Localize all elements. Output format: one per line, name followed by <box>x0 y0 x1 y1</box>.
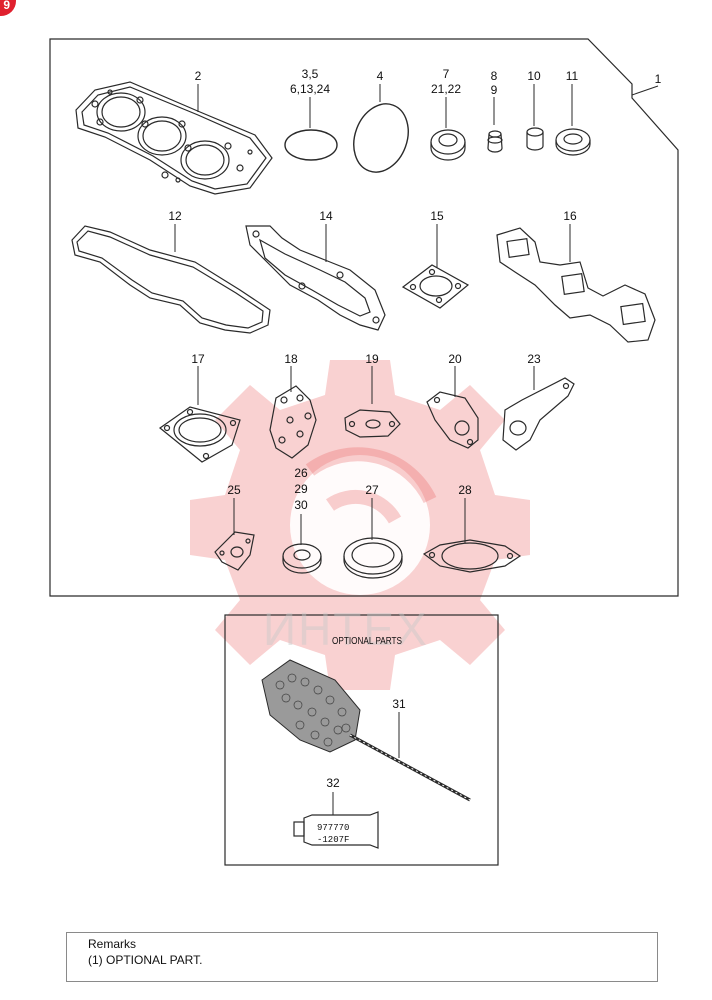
callout-23: 23 <box>527 352 541 366</box>
optional-parts-title: OPTIONAL PARTS <box>332 636 403 647</box>
part-23-bracket-gasket <box>502 377 575 451</box>
watermark-text: ИНТЕХ <box>263 603 429 655</box>
part-17-flange-gasket <box>159 406 241 463</box>
callout-12: 12 <box>168 209 182 223</box>
callout-17: 17 <box>191 352 205 366</box>
leader-lines <box>174 84 659 815</box>
part-32-tube <box>293 811 379 849</box>
callout-20: 20 <box>448 352 462 366</box>
callout-26: 26 <box>294 466 308 480</box>
callout-18: 18 <box>284 352 298 366</box>
part-25-small-gasket <box>214 531 255 571</box>
callout-11: 11 <box>565 69 579 83</box>
callout-30: 30 <box>294 498 308 512</box>
part-14-manifold-gasket <box>245 225 386 331</box>
part-7-seal <box>430 129 466 161</box>
part-15-square-gasket <box>401 264 470 309</box>
callout-15: 15 <box>430 209 444 223</box>
part-4-o-ring <box>353 103 409 173</box>
part-11-washer <box>555 128 591 156</box>
part-3-o-ring <box>284 129 338 161</box>
part-19-oval-gasket <box>344 409 401 438</box>
watermark-logo-arcs <box>305 447 437 524</box>
part-10-sleeve <box>526 127 544 151</box>
callout-25: 25 <box>227 483 241 497</box>
callout-16: 16 <box>563 209 577 223</box>
part-8-valve-seal <box>487 130 503 153</box>
callout-19: 19 <box>365 352 379 366</box>
callout-27: 27 <box>365 483 379 497</box>
main-frame <box>49 38 679 597</box>
part-20-bracket-gasket <box>426 391 479 449</box>
part-27-ring <box>343 537 403 579</box>
callout-6-13-24: 6,13,24 <box>289 82 331 96</box>
part-16-exhaust-gasket <box>496 227 656 343</box>
callout-10: 10 <box>527 69 541 83</box>
remarks-box: Remarks (1) OPTIONAL PART. <box>66 932 658 982</box>
part-18-plate-gasket <box>269 385 317 459</box>
part-31-hone-brush <box>261 659 471 802</box>
callout-7: 7 <box>442 67 450 81</box>
callout-8: 8 <box>490 69 498 83</box>
callout-31: 31 <box>392 697 406 711</box>
callout-14: 14 <box>319 209 333 223</box>
callout-32: 32 <box>326 776 340 790</box>
part-28-gasket <box>422 539 522 573</box>
part-12-cover-gasket <box>71 225 271 334</box>
callout-4: 4 <box>376 69 384 83</box>
tube-label-line-1: 977770 <box>317 823 350 833</box>
tube-label: 977770 -1207F <box>317 822 349 846</box>
callout-28: 28 <box>458 483 472 497</box>
remarks-line-1: (1) OPTIONAL PART. <box>88 953 203 967</box>
callout-1: 1 <box>654 72 662 86</box>
callout-29: 29 <box>294 482 308 496</box>
callout-3-5: 3,5 <box>301 67 319 81</box>
watermark-logo-inner <box>290 455 430 595</box>
tube-label-line-2: -1207F <box>317 835 350 845</box>
optional-parts-frame <box>224 614 499 866</box>
part-26-washer <box>282 543 322 574</box>
callout-21-22: 21,22 <box>430 82 462 96</box>
remarks-heading: Remarks <box>88 937 137 951</box>
callout-2: 2 <box>194 69 202 83</box>
badge-text: 9 <box>3 0 10 12</box>
callout-9: 9 <box>490 83 498 97</box>
part-2-head-gasket <box>75 81 273 195</box>
